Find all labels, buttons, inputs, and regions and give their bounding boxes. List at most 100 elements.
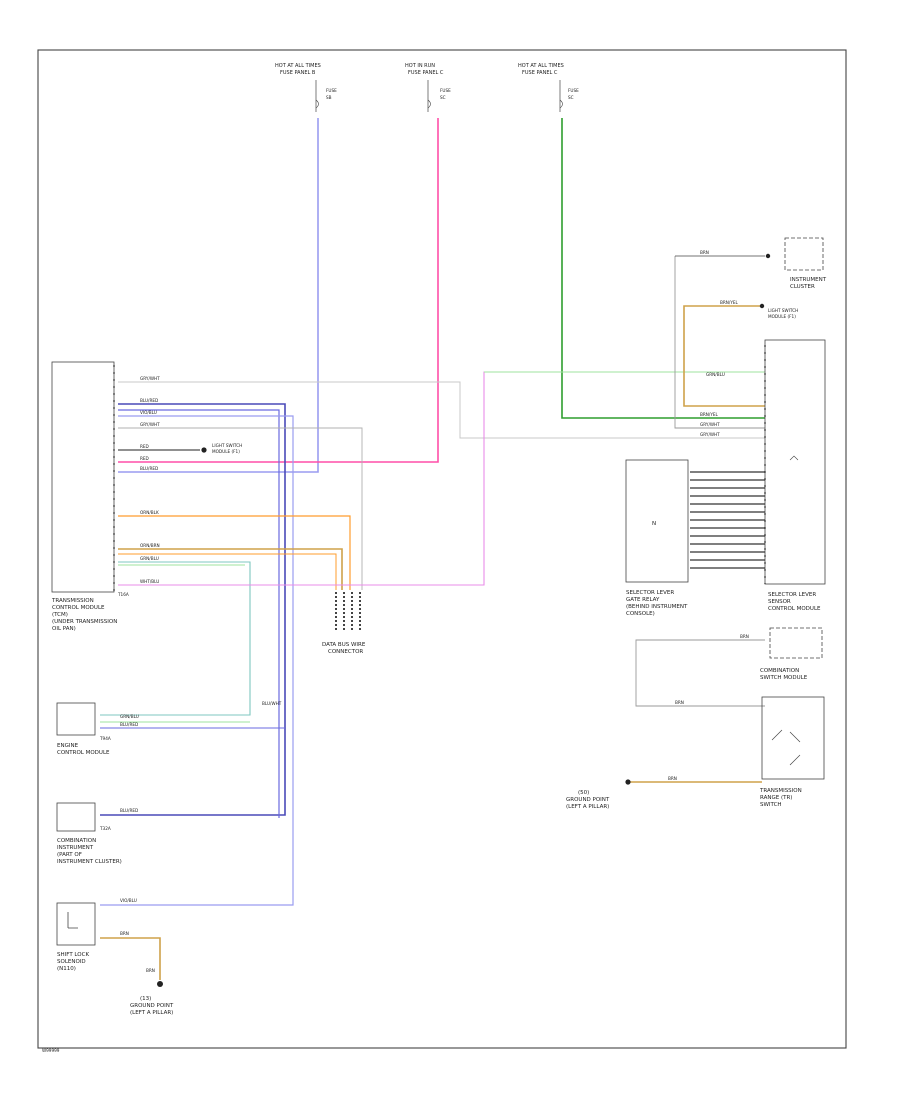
svg-text:BRN/YEL: BRN/YEL xyxy=(700,412,719,417)
wire-navy-2 xyxy=(118,409,280,818)
wire-grey-instr xyxy=(674,256,765,429)
svg-text:BRN: BRN xyxy=(668,776,677,781)
svg-text:BRN: BRN xyxy=(675,700,684,705)
tcm-label-4: (UNDER TRANSMISSION xyxy=(52,619,117,625)
tcm-label-5: OIL PAN) xyxy=(52,626,76,632)
fuse-header-1: HOT AT ALL TIMES FUSE PANEL B FUSE SB xyxy=(275,63,337,112)
fuse-1-line1: HOT AT ALL TIMES xyxy=(275,63,321,69)
wire-tan-tcm xyxy=(118,553,337,590)
wire-grey-tcm-2 xyxy=(118,427,363,590)
kickdown-right-1: LIGHT SWITCH xyxy=(768,308,798,313)
ground-left-label-2: GROUND POINT xyxy=(130,1003,174,1009)
tcm-label-1: TRANSMISSION xyxy=(51,598,94,604)
svg-text:ORN/BLK: ORN/BLK xyxy=(140,510,159,515)
combi-connector: T32A xyxy=(99,826,111,831)
fuse-2-id: SC xyxy=(440,95,446,100)
svg-text:GRN/BLU: GRN/BLU xyxy=(120,714,139,719)
svg-text:BRN/YEL: BRN/YEL xyxy=(720,300,739,305)
fuse-2-line1: HOT IN RUN xyxy=(405,63,435,69)
svg-text:VIO/BLU: VIO/BLU xyxy=(120,898,137,903)
trans-range-box xyxy=(761,696,825,780)
fuse-header-3: HOT AT ALL TIMES FUSE PANEL C FUSE SC xyxy=(518,63,579,112)
sel-sensor-label-1: SELECTOR LEVER xyxy=(768,592,816,598)
shift-solenoid-label-1: SHIFT LOCK xyxy=(57,952,89,958)
trans-range-label-3: SWITCH xyxy=(760,802,782,808)
shift-solenoid-label-2: SOLENOID xyxy=(57,959,86,965)
combi-label-2: INSTRUMENT xyxy=(57,845,94,851)
combi-label-1: COMBINATION xyxy=(57,838,96,844)
wire-violet-feed xyxy=(118,118,319,473)
svg-text:BLU/RED: BLU/RED xyxy=(120,808,138,813)
splice-label-1: DATA BUS WIRE xyxy=(322,642,366,648)
sel-gate-label-2: GATE RELAY xyxy=(626,597,660,603)
ground-right-icon xyxy=(625,779,631,785)
wire-orange-2 xyxy=(118,548,343,590)
svg-text:WHT/BLU: WHT/BLU xyxy=(140,579,159,584)
sel-sensor-label-2: SENSOR xyxy=(768,599,791,605)
ecm-box xyxy=(56,702,96,736)
fuse-3-label: FUSE xyxy=(568,88,579,93)
fuse-3-id: SC xyxy=(568,95,574,100)
shift-solenoid-label-3: (N110) xyxy=(57,966,76,972)
wire-tan-ground xyxy=(100,937,161,980)
fuse-1-label: FUSE xyxy=(326,88,337,93)
figure-code: W99999 xyxy=(42,1048,60,1053)
wire-orange-1 xyxy=(118,515,351,590)
wire-grey-tcm-1 xyxy=(118,381,765,439)
ecm-connector: T94A xyxy=(99,736,111,741)
selector-sensor-box xyxy=(764,339,826,585)
svg-text:ORN/BRN: ORN/BRN xyxy=(140,543,160,548)
svg-text:BLU/RED: BLU/RED xyxy=(120,722,138,727)
svg-text:BRN: BRN xyxy=(146,968,155,973)
tcm-connector: T16A xyxy=(117,592,129,597)
svg-text:GRY/WHT: GRY/WHT xyxy=(140,376,160,381)
trans-range-label-1: TRANSMISSION xyxy=(759,788,802,794)
sel-sensor-label-3: CONTROL MODULE xyxy=(768,606,821,612)
tcm-box xyxy=(51,361,115,593)
ground-right-label-2: GROUND POINT xyxy=(566,797,610,803)
shift-solenoid-box xyxy=(56,902,96,946)
combi-box xyxy=(56,802,96,832)
svg-text:RED: RED xyxy=(140,456,149,461)
fuse-3-line1: HOT AT ALL TIMES xyxy=(518,63,564,69)
selector-gate-box xyxy=(625,459,689,583)
ground-right-label-1: (50) xyxy=(578,790,589,796)
splice-label-2: CONNECTOR xyxy=(328,649,363,655)
data-bus-splice: DATA BUS WIRE CONNECTOR xyxy=(322,592,366,655)
fuse-2-line2: FUSE PANEL C xyxy=(408,70,444,76)
instrument-cluster-box xyxy=(784,237,824,271)
wire-violet-tcm xyxy=(100,415,294,906)
fuse-2-label: FUSE xyxy=(440,88,451,93)
svg-text:VIO/BLU: VIO/BLU xyxy=(140,410,157,415)
ground-left-label-1: (13) xyxy=(140,996,151,1002)
svg-text:BRN: BRN xyxy=(700,250,709,255)
comb-sw-label-2: SWITCH MODULE xyxy=(760,675,808,681)
comb-switch-box xyxy=(769,627,823,659)
svg-text:BLU/RED: BLU/RED xyxy=(140,466,158,471)
trans-range-label-2: RANGE (TR) xyxy=(760,795,792,801)
svg-text:BRN: BRN xyxy=(740,634,749,639)
fuse-1-line2: FUSE PANEL B xyxy=(280,70,316,76)
sel-gate-label-4: CONSOLE) xyxy=(626,611,655,617)
tcm-label-3: (TCM) xyxy=(52,612,68,618)
svg-text:RED: RED xyxy=(140,444,149,449)
instr-label-1: INSTRUMENT xyxy=(790,277,827,283)
wire-teal-tcm xyxy=(100,561,251,716)
svg-text:GRN/BLU: GRN/BLU xyxy=(706,372,725,377)
fuse-1-id: SB xyxy=(326,95,332,100)
svg-text:GRY/WHT: GRY/WHT xyxy=(700,432,720,437)
combi-label-4: INSTRUMENT CLUSTER) xyxy=(57,859,122,865)
instr-label-2: CLUSTER xyxy=(790,284,815,290)
ground-left-icon xyxy=(157,981,163,987)
svg-text:GRY/WHT: GRY/WHT xyxy=(140,422,160,427)
svg-text:N: N xyxy=(652,521,656,527)
svg-text:BLU/WHT: BLU/WHT xyxy=(262,701,282,706)
tcm-label-2: CONTROL MODULE xyxy=(52,605,105,611)
wire-green-feed xyxy=(561,118,765,419)
wire-combsw xyxy=(635,639,765,707)
fuse-3-line2: FUSE PANEL C xyxy=(522,70,558,76)
ground-left-label-3: (LEFT A PILLAR) xyxy=(130,1010,173,1016)
wire-brnyel-loop xyxy=(683,305,765,407)
kickdown-label-2: MODULE (F1) xyxy=(212,449,240,454)
